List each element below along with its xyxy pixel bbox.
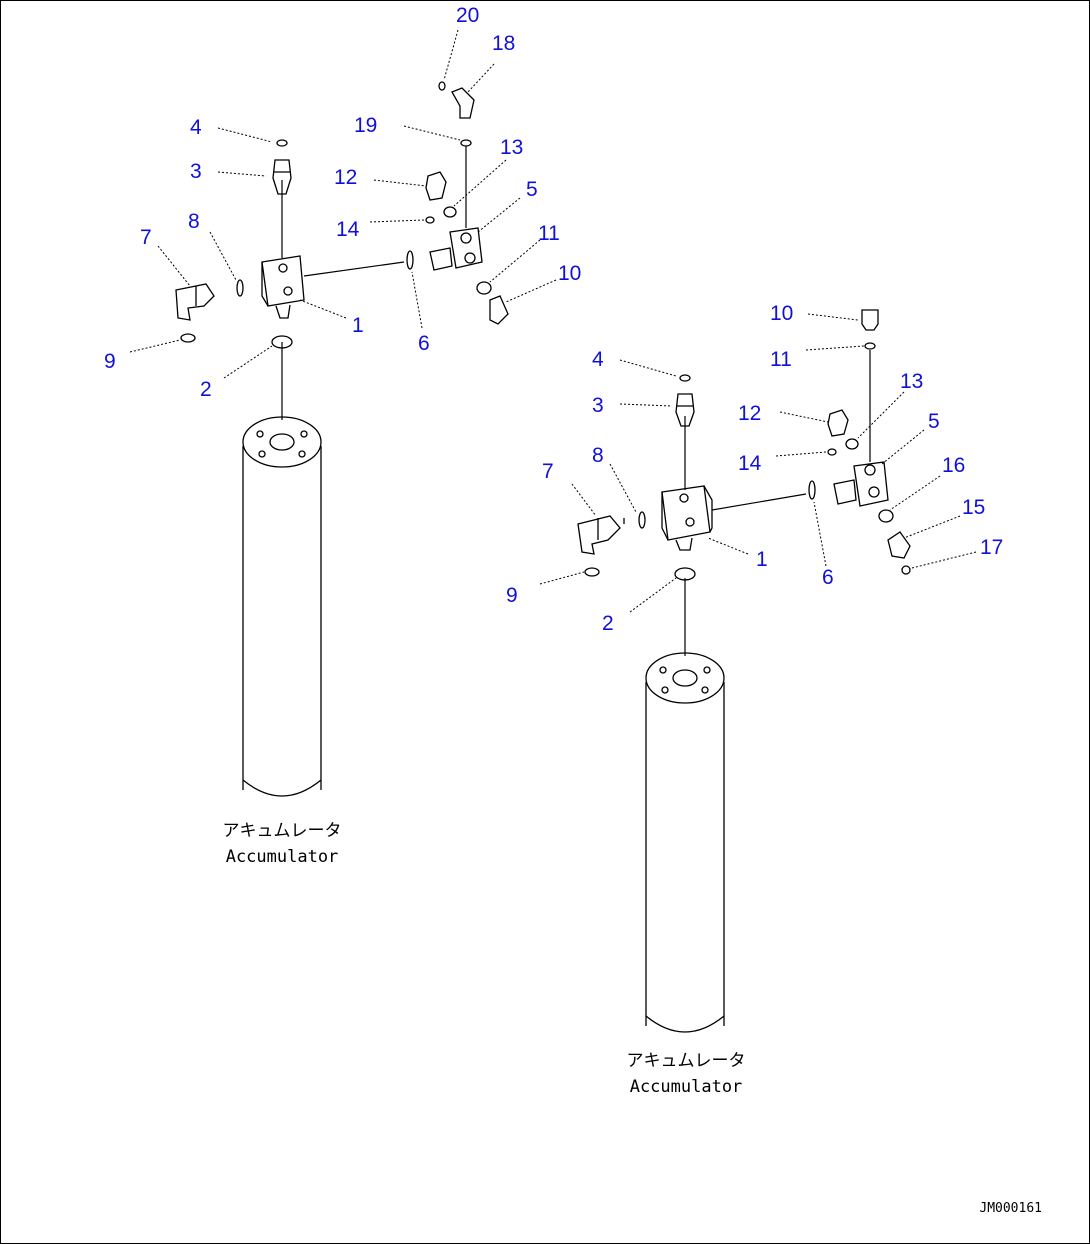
left-callout-13: 13 — [500, 136, 523, 159]
left-callout-3: 3 — [190, 160, 202, 183]
left-callout-8: 8 — [188, 210, 200, 233]
left-callout-4: 4 — [190, 116, 202, 139]
part-12-fitting — [425, 171, 447, 201]
left-callout-18: 18 — [492, 32, 515, 55]
left-callout-5: 5 — [526, 178, 538, 201]
drawing-code: JM000161 — [979, 1201, 1042, 1216]
part-12-fitting-r — [827, 409, 849, 437]
part-1-block-r — [661, 485, 713, 551]
left-callout-6: 6 — [418, 332, 430, 355]
part-16-oring-r — [878, 509, 894, 523]
right-callout-12: 12 — [738, 402, 761, 425]
left-assembly — [129, 29, 557, 797]
part-17-seal-r — [901, 565, 911, 575]
part-11-oring — [476, 281, 492, 295]
part-8-oring-r — [638, 511, 646, 529]
right-accumulator — [645, 652, 725, 1033]
part-7-elbow-r — [577, 515, 621, 555]
right-callout-8: 8 — [592, 444, 604, 467]
right-callout-5: 5 — [928, 410, 940, 433]
left-callout-7: 7 — [140, 226, 152, 249]
part-2-oring-r — [674, 567, 696, 581]
part-9-seal — [180, 333, 196, 343]
left-callout-9: 9 — [104, 350, 116, 373]
part-5-valve — [429, 227, 483, 271]
part-3-plug — [272, 159, 292, 195]
part-18-elbow — [451, 87, 475, 119]
part-1-block — [261, 255, 305, 319]
part-9-seal-r — [584, 567, 600, 577]
part-4-seal-r — [679, 374, 691, 382]
right-callout-2: 2 — [602, 612, 614, 635]
part-4-seal — [276, 139, 288, 147]
part-10-plug — [489, 295, 509, 325]
right-callout-11: 11 — [770, 348, 792, 371]
right-caption-jp: アキュムレータ — [627, 1051, 746, 1071]
part-6-oring — [406, 250, 414, 270]
right-callout-7: 7 — [542, 460, 554, 483]
left-callout-19: 19 — [354, 114, 377, 137]
part-10-plug-r — [861, 309, 879, 331]
left-callout-20: 20 — [456, 4, 479, 27]
left-callout-12: 12 — [334, 166, 357, 189]
right-callout-1: 1 — [756, 548, 768, 571]
part-3-plug-r — [675, 393, 695, 427]
right-callout-4: 4 — [592, 348, 604, 371]
part-15-fitting-r — [887, 531, 911, 559]
left-callout-14: 14 — [336, 218, 360, 241]
part-6-oring-r — [808, 480, 816, 500]
right-caption-en: Accumulator — [630, 1077, 743, 1097]
part-11-seal-r — [864, 342, 876, 350]
part-5-valve-r — [833, 461, 889, 507]
right-callout-14: 14 — [738, 452, 762, 475]
left-callout-1: 1 — [352, 314, 364, 337]
left-callout-10: 10 — [558, 262, 581, 285]
left-callout-2: 2 — [200, 378, 212, 401]
right-callout-16: 16 — [942, 454, 965, 477]
part-13-oring-r — [845, 438, 859, 450]
left-callout-11: 11 — [538, 222, 560, 245]
right-callout-3: 3 — [592, 394, 604, 417]
part-20-seal — [438, 81, 446, 91]
right-callout-6: 6 — [822, 566, 834, 589]
part-13-oring — [443, 206, 457, 218]
part-14-seal-r — [827, 448, 837, 456]
part-8-oring — [236, 279, 244, 297]
right-callout-9: 9 — [506, 584, 518, 607]
left-caption-jp: アキュムレータ — [223, 821, 342, 841]
right-callout-10: 10 — [770, 302, 793, 325]
right-callout-17: 17 — [980, 536, 1003, 559]
part-7-elbow — [175, 283, 215, 321]
right-assembly — [539, 309, 977, 1033]
part-14-seal — [425, 216, 435, 224]
part-19-seal — [460, 139, 472, 147]
left-accumulator — [242, 416, 322, 797]
part-2-oring — [271, 335, 293, 349]
left-caption-en: Accumulator — [226, 847, 339, 867]
right-callout-13: 13 — [900, 370, 923, 393]
right-callout-15: 15 — [962, 496, 985, 519]
